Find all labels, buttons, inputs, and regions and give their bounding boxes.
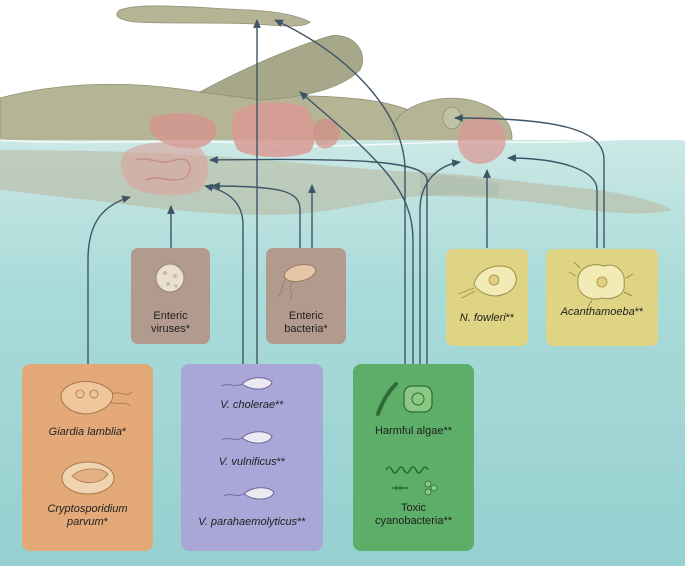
- harmful-algae-label: Harmful algae**: [353, 425, 474, 438]
- cryptosporidium-line1: Cryptosporidium: [22, 503, 153, 516]
- cryptosporidium-icon: [62, 462, 114, 494]
- vibrio-vulnificus-label: V. vulnificus**: [181, 456, 323, 469]
- vibrio-parahaemolyticus-label: V. parahaemolyticus**: [181, 516, 323, 529]
- cryptosporidium-suffix: *: [104, 516, 108, 528]
- enteric-bacteria-line2: bacteria*: [266, 323, 346, 336]
- cyanobacteria-line1: Toxic: [353, 502, 474, 515]
- enteric-viruses-label: Enteric viruses*: [131, 310, 210, 336]
- diatom-icon: [404, 386, 432, 412]
- vibrio-parahaemolyticus-name: V. parahaemolyticus: [198, 516, 297, 528]
- enteric-viruses-line1: Enteric: [131, 310, 210, 323]
- naegleria-suffix: **: [506, 312, 515, 324]
- enteric-bacteria-line1: Enteric: [266, 310, 346, 323]
- acanthamoeba-name: Acanthamoeba: [561, 306, 635, 318]
- cyanobacteria-label: Toxic cyanobacteria**: [353, 502, 474, 528]
- swimmer-upper-back: [200, 35, 363, 100]
- cyanobacteria-line2: cyanobacteria**: [353, 515, 474, 528]
- naegleria-label: N. fowleri**: [446, 312, 528, 325]
- vibrio-cholerae-suffix: **: [275, 399, 284, 411]
- giardia-label: Giardia lamblia*: [22, 426, 153, 439]
- giardia-suffix: *: [122, 426, 126, 438]
- vibrio-parahaemolyticus-suffix: **: [297, 516, 306, 528]
- enteric-bacteria-label: Enteric bacteria*: [266, 310, 346, 336]
- cryptosporidium-line2: parvum: [67, 516, 104, 528]
- acanthamoeba-suffix: **: [635, 306, 644, 318]
- vibrio-vulnificus-suffix: **: [277, 456, 286, 468]
- virus-icon: [156, 264, 184, 292]
- giardia-name: Giardia lamblia: [49, 426, 122, 438]
- vibrio-cholerae-label: V. cholerae**: [181, 399, 323, 412]
- acanthamoeba-label: Acanthamoeba**: [546, 306, 658, 319]
- cryptosporidium-label: Cryptosporidium parvum*: [22, 503, 153, 529]
- naegleria-name: N. fowleri: [460, 312, 506, 324]
- vibrio-cholerae-name: V. cholerae: [220, 399, 275, 411]
- lungs: [232, 102, 315, 157]
- naegleria-box: [446, 249, 528, 346]
- intestines: [121, 142, 208, 195]
- enteric-viruses-line2: viruses*: [131, 323, 210, 336]
- vibrio-vulnificus-name: V. vulnificus: [219, 456, 277, 468]
